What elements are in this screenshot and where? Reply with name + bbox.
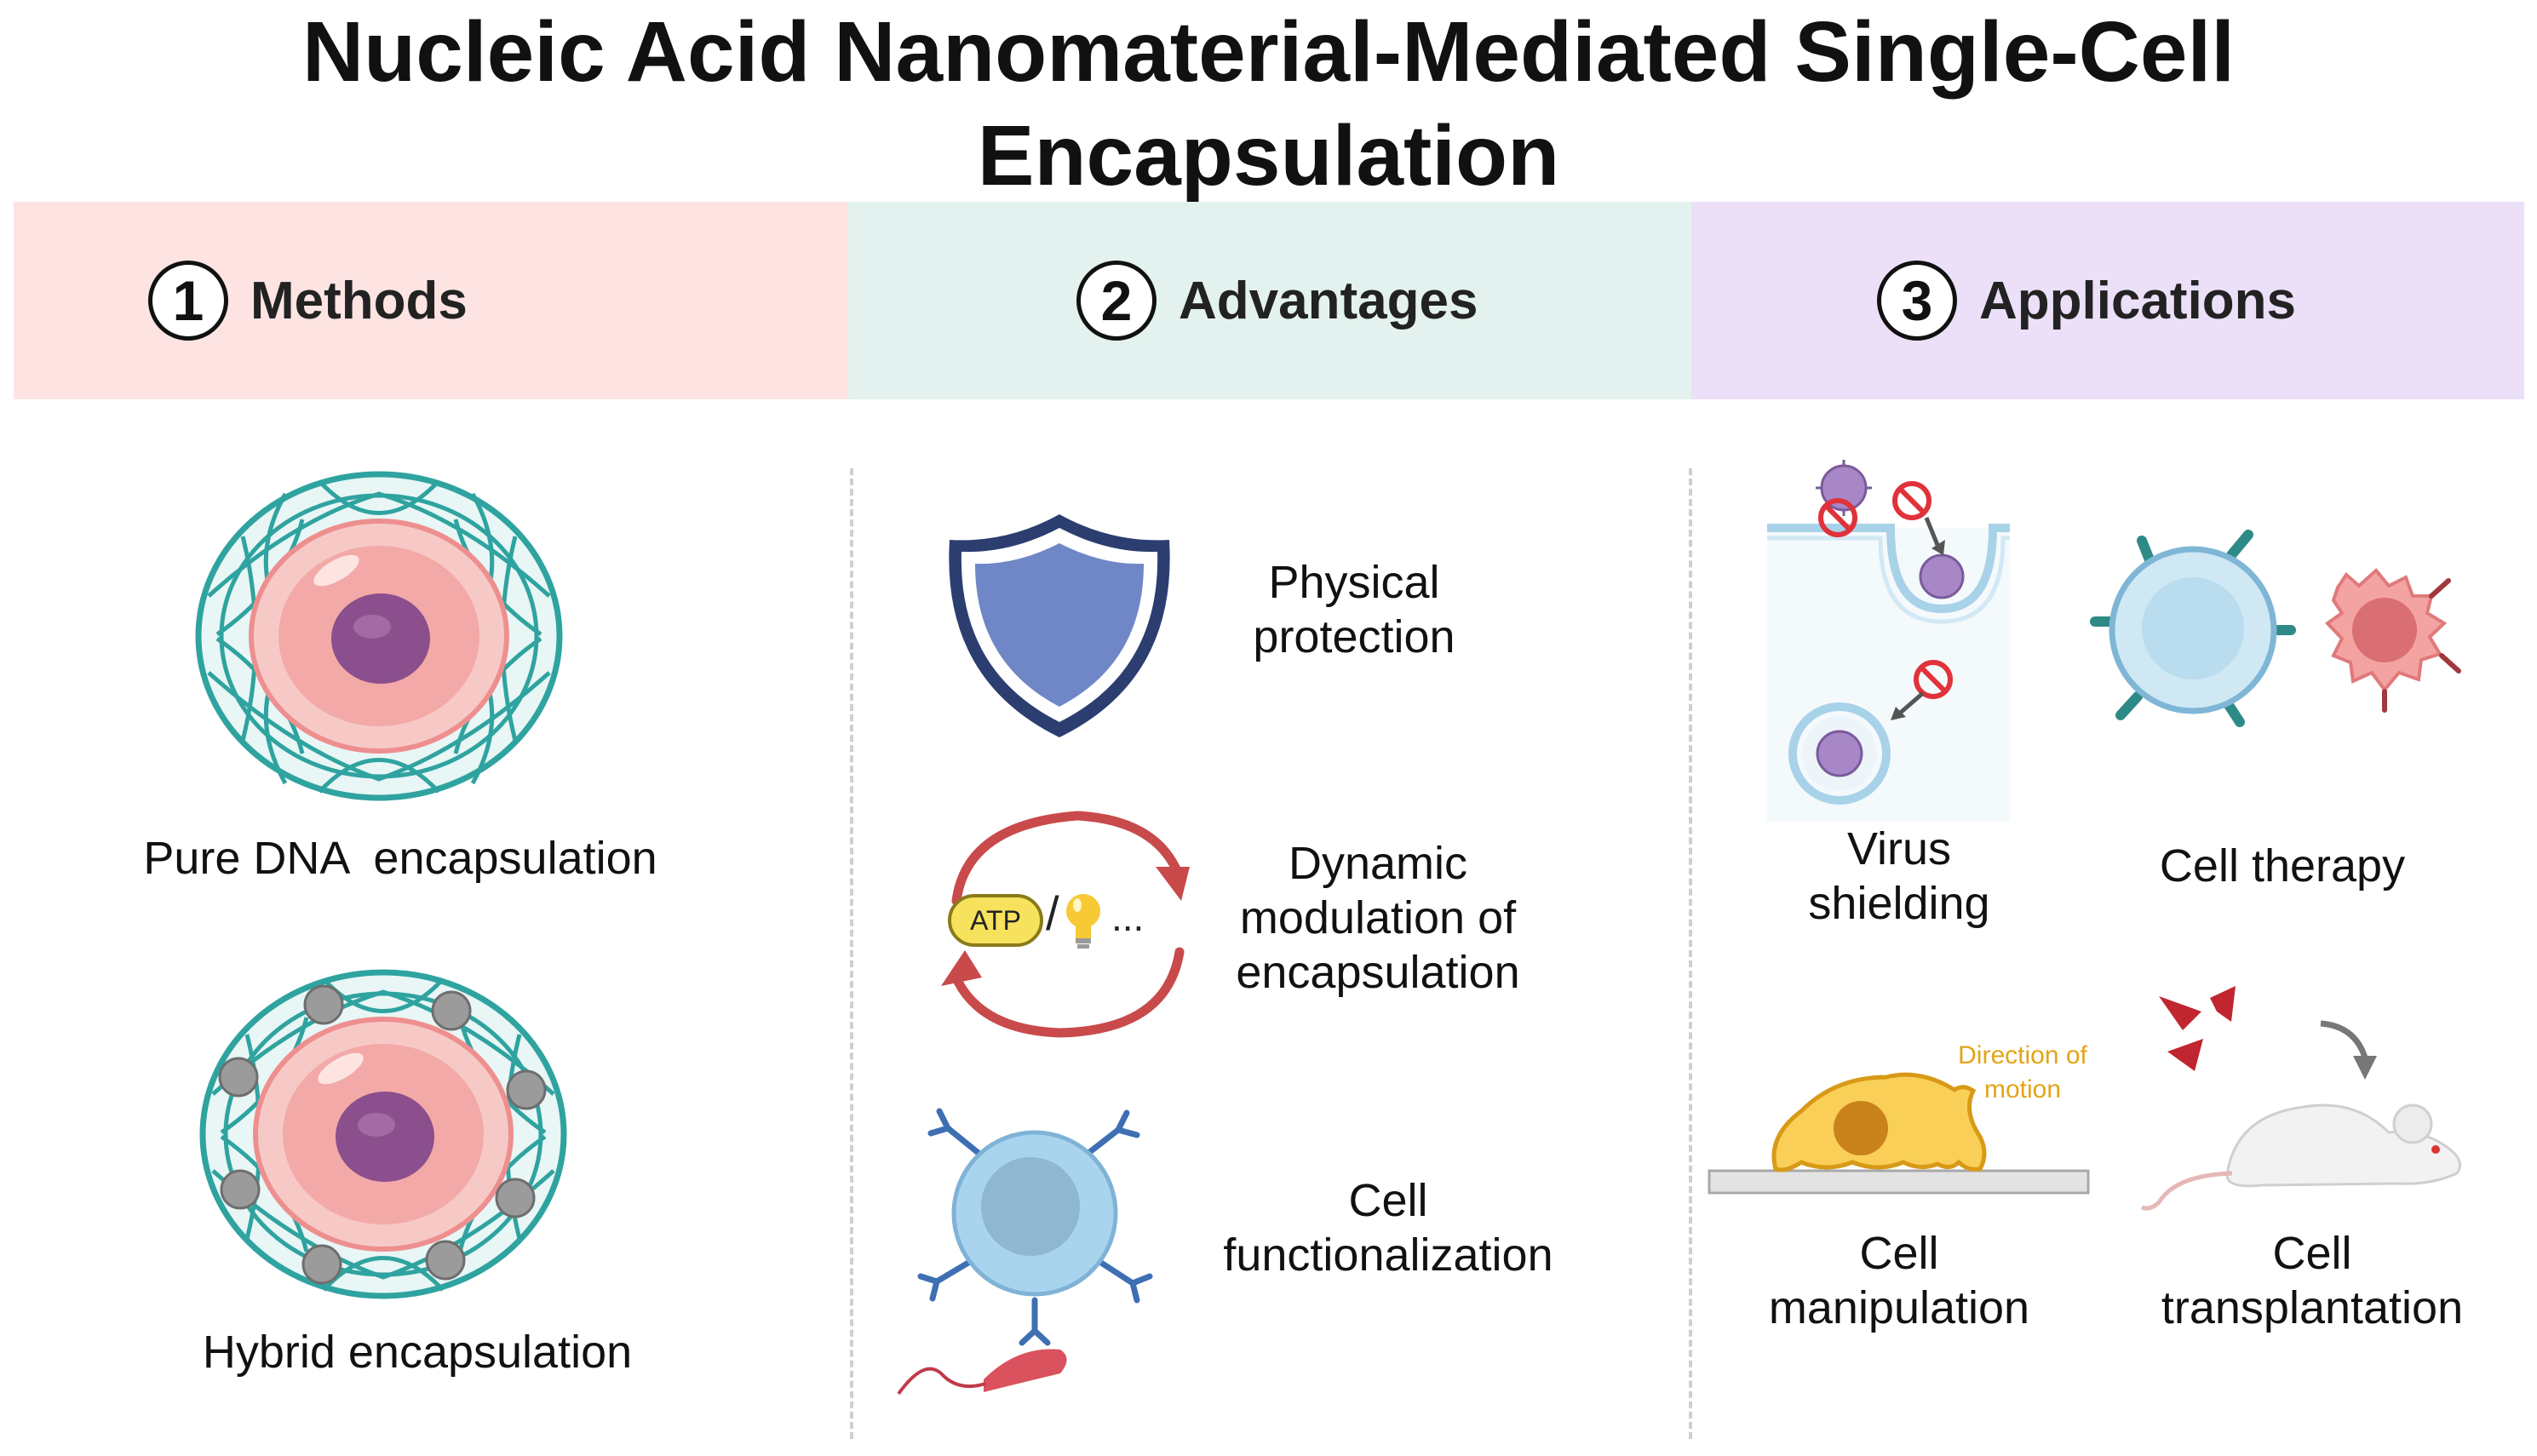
section-band-methods: 1 Methods xyxy=(14,202,848,399)
atp-slash: / xyxy=(1046,886,1059,940)
direction-of-motion-label: Direction of motion xyxy=(1958,1041,2087,1103)
virus-shielding-label: Virus shielding xyxy=(1808,823,1990,929)
hybrid-cell-illustration xyxy=(199,969,567,1299)
cell-transplantation-illustration xyxy=(2141,986,2462,1211)
column-divider-1 xyxy=(850,468,853,1439)
hybrid-label: Hybrid encapsulation xyxy=(202,1327,633,1378)
pure-dna-label: Pure DNA encapsulation xyxy=(143,833,657,884)
page-title: Nucleic Acid Nanomaterial-Mediated Singl… xyxy=(0,0,2537,208)
cell-therapy-illustration xyxy=(2090,530,2461,727)
functionalized-cell-icon xyxy=(897,1108,1153,1396)
shield-icon xyxy=(949,514,1170,737)
section-label-advantages: Advantages xyxy=(1179,271,1478,330)
column-divider-2 xyxy=(1689,468,1692,1439)
title-line-2: Encapsulation xyxy=(977,108,1560,203)
cell-therapy-label: Cell therapy xyxy=(2159,840,2406,891)
virus-shielding-illustration xyxy=(1767,460,2010,822)
lightbulb-icon xyxy=(1066,894,1100,949)
section-band-applications: 3 Applications xyxy=(1691,202,2524,399)
title-line-1: Nucleic Acid Nanomaterial-Mediated Singl… xyxy=(301,4,2236,100)
section-band-advantages: 2 Advantages xyxy=(848,202,1691,399)
dynamic-modulation-label: Dynamic modulation of encapsulation xyxy=(1236,838,1520,998)
dynamic-ellipsis: ... xyxy=(1111,895,1145,939)
dynamic-cycle-icon xyxy=(941,811,1190,1038)
cell-manipulation-label: Cell manipulation xyxy=(1768,1228,2030,1333)
pure-dna-cell-illustration xyxy=(195,471,563,801)
section-number-applications: 3 xyxy=(1877,261,1957,341)
cell-functionalization-label: Cell functionalization xyxy=(1223,1175,1553,1281)
cell-transplantation-label: Cell transplantation xyxy=(2161,1228,2464,1333)
section-label-applications: Applications xyxy=(1979,271,2297,330)
section-number-methods: 1 xyxy=(148,261,228,341)
section-label-methods: Methods xyxy=(250,271,468,330)
cell-manipulation-illustration xyxy=(1708,1072,2090,1195)
physical-protection-label: Physical protection xyxy=(1253,557,1455,662)
section-number-advantages: 2 xyxy=(1076,261,1157,341)
atp-badge: ATP xyxy=(948,894,1043,947)
